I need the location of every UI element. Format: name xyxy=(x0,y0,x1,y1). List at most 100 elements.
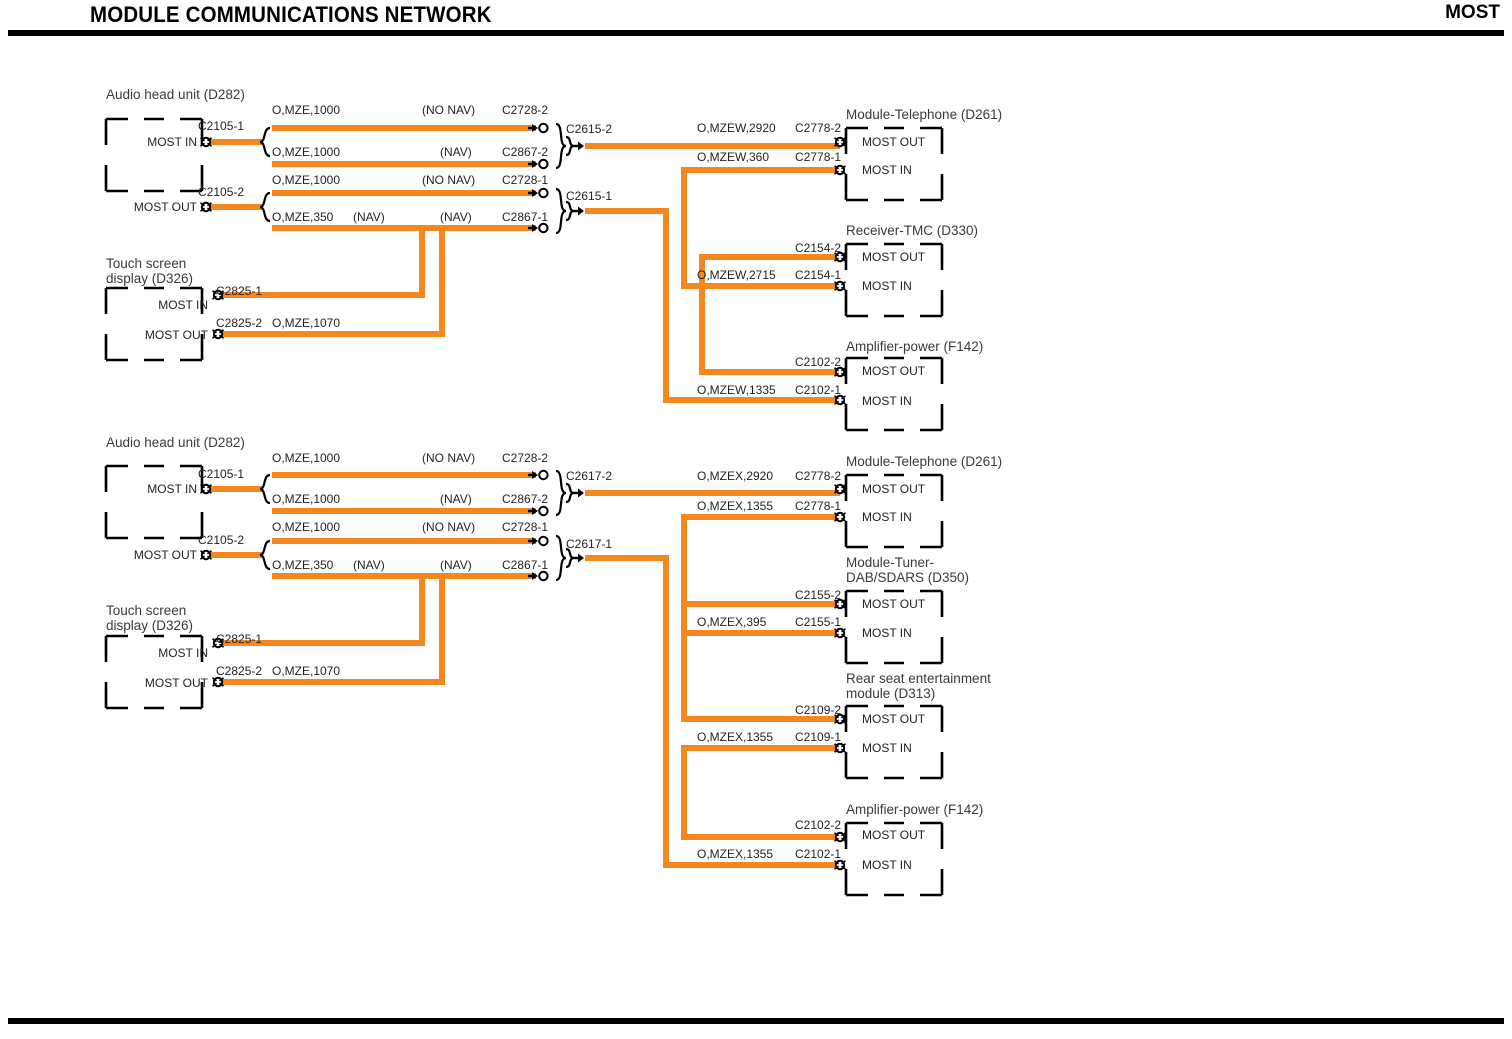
wire-touch-most-in-route xyxy=(218,228,425,298)
wire-label-o-mzex-1355-amp: O,MZEX,1355 xyxy=(697,847,774,861)
connector-label-c2825-1-2[interactable]: C2825-1 xyxy=(216,632,263,646)
wire-o-mzex-1355-rse-amp xyxy=(681,745,840,840)
module-title-module-telephone: Module-Telephone (D261) xyxy=(846,107,1003,122)
wire-label-branch2-3: O,MZE,1000 xyxy=(272,520,341,534)
pin-label-most-in-c2825-1: MOST IN xyxy=(158,298,208,312)
nav-label-branch-4a: (NAV) xyxy=(353,210,385,224)
connector-label-c2778-1[interactable]: C2778-1 xyxy=(795,150,842,164)
pin-label-most-out-c2109-2: MOST OUT xyxy=(862,712,926,726)
connector-label-c2615-1[interactable]: C2615-1 xyxy=(566,189,613,203)
connector-eye-c2778-1-2 xyxy=(833,511,847,523)
connector-label-c2825-1[interactable]: C2825-1 xyxy=(216,284,263,298)
connector-label-c2728-2-2[interactable]: C2728-2 xyxy=(502,451,549,465)
connector-label-c2102-2-2[interactable]: C2102-2 xyxy=(795,818,842,832)
connector-label-c2778-2-2[interactable]: C2778-2 xyxy=(795,469,842,483)
wire-label-o-mzew-2920: O,MZEW,2920 xyxy=(697,121,776,135)
connector-eye-c2778-2 xyxy=(833,136,847,148)
connector-label-c2728-1[interactable]: C2728-1 xyxy=(502,173,549,187)
connector-label-c2617-1[interactable]: C2617-1 xyxy=(566,537,613,551)
pin-label-most-in-c2109-1: MOST IN xyxy=(862,741,912,755)
footer-rule xyxy=(8,1018,1504,1024)
connector-label-c2615-2[interactable]: C2615-2 xyxy=(566,122,613,136)
wire-touch-most-out-route xyxy=(218,228,445,337)
connector-label-c2825-2[interactable]: C2825-2 xyxy=(216,316,263,330)
connector-label-c2105-1[interactable]: C2105-1 xyxy=(198,119,245,133)
pin-label-most-in-c2778-1: MOST IN xyxy=(862,163,912,177)
branch-brace-lower-2 xyxy=(258,539,272,571)
connector-label-c2778-2[interactable]: C2778-2 xyxy=(795,121,842,135)
wire-label-o-mzex-2920: O,MZEX,2920 xyxy=(697,469,774,483)
wire-label-o-mzex-1355-rse: O,MZEX,1355 xyxy=(697,730,774,744)
module-title-tuner-l2: DAB/SDARS (D350) xyxy=(846,570,970,585)
section-label: MOST xyxy=(1445,2,1500,23)
module-title-tuner-l1: Module-Tuner- xyxy=(846,555,935,570)
pin-label-most-out-c2778-2: MOST OUT xyxy=(862,135,926,149)
connector-label-c2154-2[interactable]: C2154-2 xyxy=(795,241,842,255)
nav-label-branch2-3: (NO NAV) xyxy=(422,520,476,534)
connector-eye-c2105-2 xyxy=(199,201,213,213)
connector-label-c2154-1[interactable]: C2154-1 xyxy=(795,268,842,282)
connector-eye-c2109-1 xyxy=(833,742,847,754)
connector-label-c2825-2-2[interactable]: C2825-2 xyxy=(216,664,263,678)
connector-eye-c2105-1-2 xyxy=(199,483,213,495)
module-title-touch-screen-l2: display (D326) xyxy=(106,271,194,286)
connector-eye-c2825-2-2 xyxy=(211,676,225,688)
wire-label-o-mze-1070: O,MZE,1070 xyxy=(272,316,341,330)
diagram-bottom xyxy=(104,464,944,897)
pin-label-most-out-c2778-2-2: MOST OUT xyxy=(862,482,926,496)
connector-eye-c2105-2-2 xyxy=(199,549,213,561)
pin-label-most-in-c2105-1: MOST IN xyxy=(147,135,197,149)
pin-label-most-in-c2778-1-2: MOST IN xyxy=(862,510,912,524)
pin-label-most-in-c2154-1: MOST IN xyxy=(862,279,912,293)
wire-label-o-mze-1070-2: O,MZE,1070 xyxy=(272,664,341,678)
wire-label-branch2-1: O,MZE,1000 xyxy=(272,451,341,465)
connector-label-c2109-2[interactable]: C2109-2 xyxy=(795,703,842,717)
connector-label-c2867-1-2[interactable]: C2867-1 xyxy=(502,558,549,572)
branch-brace-upper-2 xyxy=(258,473,272,505)
connector-label-c2155-2[interactable]: C2155-2 xyxy=(795,588,842,602)
header-rule xyxy=(8,30,1504,36)
connector-label-c2102-1[interactable]: C2102-1 xyxy=(795,383,842,397)
connector-label-c2105-2[interactable]: C2105-2 xyxy=(198,185,245,199)
connector-label-c2102-1-2[interactable]: C2102-1 xyxy=(795,847,842,861)
wire-o-mzex-395-loop xyxy=(681,601,840,722)
connector-label-c2617-2[interactable]: C2617-2 xyxy=(566,469,613,483)
connector-label-c2105-2-2[interactable]: C2105-2 xyxy=(198,533,245,547)
pin-label-most-in-c2155-1: MOST IN xyxy=(862,626,912,640)
branch-brace-upper xyxy=(258,126,272,158)
connector-eye-c2102-1 xyxy=(833,394,847,406)
nav-label-branch-2: (NAV) xyxy=(440,145,472,159)
wire-o-mzew-tmc-amp-loop xyxy=(699,254,840,375)
wire-label-o-mzew-1335: O,MZEW,1335 xyxy=(697,383,776,397)
connector-label-c2109-1[interactable]: C2109-1 xyxy=(795,730,842,744)
pin-label-most-out-c2825-2-2: MOST OUT xyxy=(144,676,208,690)
connector-label-c2155-1[interactable]: C2155-1 xyxy=(795,615,842,629)
connector-eye-c2102-2-2 xyxy=(833,831,847,843)
connector-label-c2728-2[interactable]: C2728-2 xyxy=(502,103,549,117)
connector-label-c2102-2[interactable]: C2102-2 xyxy=(795,355,842,369)
wire-label-branch-3: O,MZE,1000 xyxy=(272,173,341,187)
connector-label-c2105-1-2[interactable]: C2105-1 xyxy=(198,467,245,481)
connector-label-c2867-2-2[interactable]: C2867-2 xyxy=(502,492,549,506)
wire-label-o-mzex-1355-tel: O,MZEX,1355 xyxy=(697,499,774,513)
connector-eye-c2778-1 xyxy=(833,164,847,176)
connector-label-c2867-1[interactable]: C2867-1 xyxy=(502,210,549,224)
connector-label-c2728-1-2[interactable]: C2728-1 xyxy=(502,520,549,534)
wire-o-mzex-1355-amp xyxy=(585,555,840,868)
connector-label-c2778-1-2[interactable]: C2778-1 xyxy=(795,499,842,513)
pin-label-most-out-c2105-2: MOST OUT xyxy=(133,200,197,214)
wire-o-mzex-1355-tel-tuner xyxy=(681,514,840,636)
connector-eye-c2778-2-2 xyxy=(833,483,847,495)
connector-eye-c2102-1-2 xyxy=(833,859,847,871)
pin-label-most-out-c2102-2: MOST OUT xyxy=(862,364,926,378)
connector-eye-c2102-2 xyxy=(833,366,847,378)
connector-label-c2867-2[interactable]: C2867-2 xyxy=(502,145,549,159)
diagram-top xyxy=(104,117,944,432)
nav-label-branch-3: (NO NAV) xyxy=(422,173,476,187)
module-box-audio-head-unit-2 xyxy=(104,464,204,540)
connector-eye-c2825-2 xyxy=(211,328,225,340)
branch-brace-lower xyxy=(258,191,272,223)
pin-label-most-in-c2102-1-2: MOST IN xyxy=(862,858,912,872)
module-title-audio-head-unit-2: Audio head unit (D282) xyxy=(106,435,245,450)
wire2-touch-most-in-route xyxy=(218,576,425,646)
